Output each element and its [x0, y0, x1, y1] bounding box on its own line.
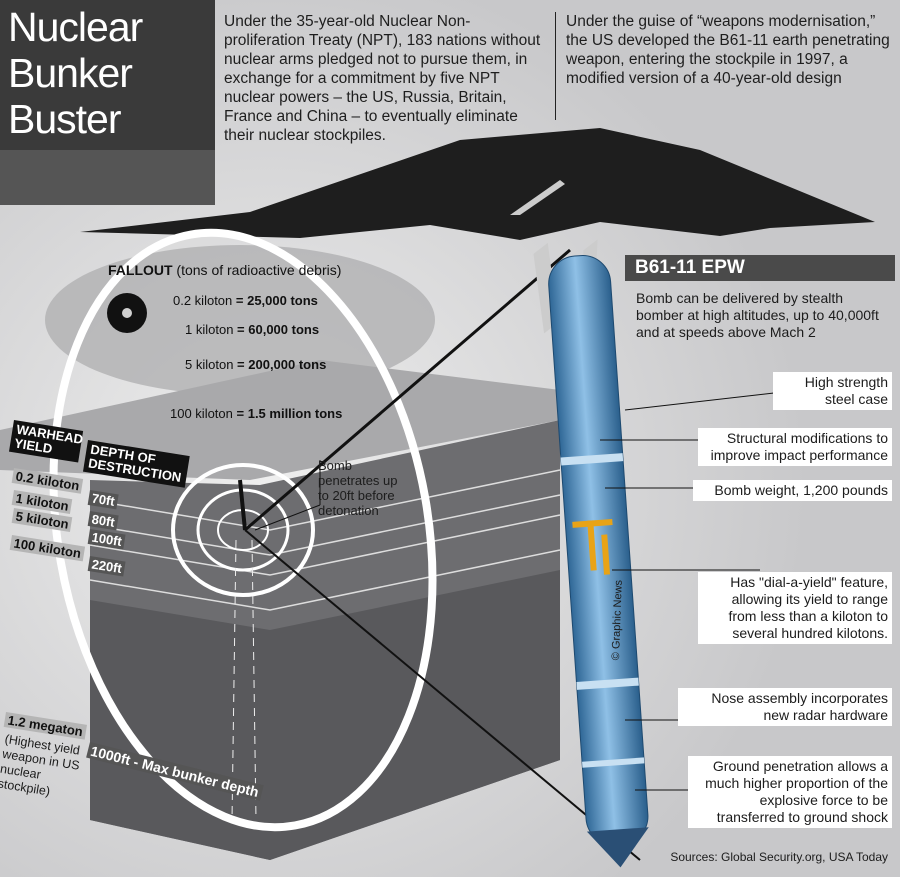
- bomb-subtitle: Bomb can be delivered by stealth bomber …: [636, 290, 879, 340]
- bomb-penetration-note: Bomb penetrates up to 20ft before detona…: [318, 458, 398, 518]
- bomb-name-bar: B61-11 EPW: [625, 255, 895, 281]
- fallout-yield: 0.2 kiloton: [173, 293, 233, 308]
- callout-dial-a-yield: Has "dial-a-yield" feature, allowing its…: [698, 572, 892, 644]
- callout-nose-assembly: Nose assembly incorporates new radar har…: [678, 688, 892, 726]
- fallout-eq: =: [232, 406, 248, 421]
- fallout-row: 1 kiloton = 60,000 tons: [185, 322, 319, 337]
- fallout-amount: 200,000 tons: [248, 357, 327, 372]
- fallout-heading: FALLOUT (tons of radioactive debris): [108, 262, 341, 278]
- fallout-amount: 25,000 tons: [247, 293, 318, 308]
- fallout-eq: =: [233, 357, 249, 372]
- title-line: Nuclear: [8, 4, 143, 50]
- title-line: Buster: [8, 96, 122, 142]
- fallout-amount: 60,000 tons: [248, 322, 320, 337]
- fallout-heading-bold: FALLOUT: [108, 262, 173, 278]
- b61-bomb: [533, 239, 649, 868]
- fallout-row: 5 kiloton = 200,000 tons: [185, 357, 326, 372]
- blast-rings: [49, 228, 437, 832]
- fallout-yield: 5 kiloton: [185, 357, 234, 372]
- stealth-bomber: [80, 128, 875, 240]
- intro-npt: Under the 35-year-old Nuclear Non-prolif…: [224, 13, 541, 144]
- fallout-row: 100 kiloton = 1.5 million tons: [170, 406, 342, 421]
- fallout-eq: =: [232, 293, 248, 308]
- title-line: Bunker: [8, 50, 133, 96]
- callout-structural: Structural modifications to improve impa…: [698, 428, 892, 466]
- callout-ground-penetration: Ground penetration allows a much higher …: [688, 756, 892, 828]
- fallout-yield: 1 kiloton: [185, 322, 234, 337]
- fallout-amount: 1.5 million tons: [247, 406, 343, 421]
- callout-steel-case: High strength steel case: [773, 372, 892, 410]
- intro-b61: Under the guise of “weapons modernisatio…: [566, 13, 890, 87]
- sources: Sources: Global Security.org, USA Today: [670, 850, 888, 864]
- page-title: Nuclear Bunker Buster: [8, 4, 143, 142]
- divider: [555, 12, 556, 120]
- callout-weight: Bomb weight, 1,200 pounds: [693, 480, 892, 501]
- fallout-row: 0.2 kiloton = 25,000 tons: [173, 293, 318, 308]
- fallout-cloud: [45, 245, 435, 395]
- fallout-eq: =: [233, 322, 249, 337]
- fallout-yield: 100 kiloton: [170, 406, 233, 421]
- fallout-heading-rest: (tons of radioactive debris): [172, 262, 342, 278]
